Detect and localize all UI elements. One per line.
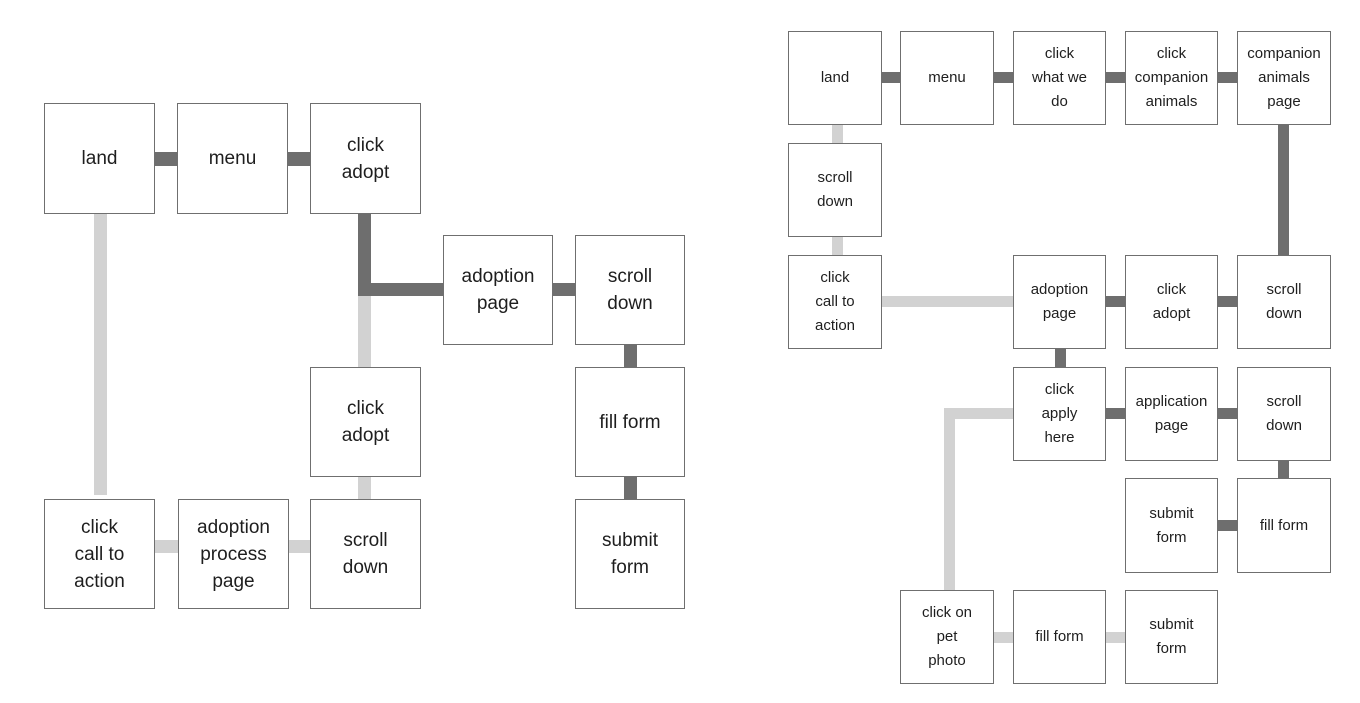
- connector: [288, 540, 311, 553]
- connector: [287, 152, 311, 166]
- node-scroll-down: scroll down: [575, 235, 685, 345]
- connector: [944, 408, 955, 591]
- connector: [358, 213, 371, 296]
- connector: [1217, 72, 1238, 83]
- connector: [832, 236, 843, 256]
- node-fill-form: fill form: [575, 367, 685, 477]
- connector: [624, 477, 637, 499]
- node-submit-form: submit form: [575, 499, 685, 609]
- connector: [94, 213, 107, 495]
- connector: [1278, 124, 1289, 256]
- node-scroll-down-2: scroll down: [310, 499, 421, 609]
- connector: [358, 283, 444, 296]
- node-click-adopt-2: click adopt: [310, 367, 421, 477]
- node-adoption-page: adoption page: [443, 235, 553, 345]
- node-menu: menu: [900, 31, 994, 125]
- node-adoption-process-page: adoption process page: [178, 499, 289, 609]
- node-scroll-down: scroll down: [788, 143, 882, 237]
- connector: [1217, 408, 1238, 419]
- connector: [944, 408, 1014, 419]
- connector: [1217, 296, 1238, 307]
- connector: [1217, 520, 1239, 531]
- connector: [1105, 408, 1126, 419]
- node-click-on-pet-photo: click on pet photo: [900, 590, 994, 684]
- node-submit-form-2: submit form: [1125, 590, 1218, 684]
- connector: [1105, 296, 1126, 307]
- connector: [1105, 632, 1126, 643]
- connector: [1105, 72, 1126, 83]
- node-click-adopt: click adopt: [1125, 255, 1218, 349]
- node-click-what-we-do: click what we do: [1013, 31, 1106, 125]
- node-click-apply-here: click apply here: [1013, 367, 1106, 461]
- node-click-call-to-action: click call to action: [788, 255, 882, 349]
- node-scroll-down-3: scroll down: [1237, 367, 1331, 461]
- connector: [993, 72, 1014, 83]
- node-click-adopt: click adopt: [310, 103, 421, 214]
- node-application-page: application page: [1125, 367, 1218, 461]
- connector: [881, 296, 1014, 307]
- connector: [832, 124, 843, 144]
- connector: [1278, 460, 1289, 480]
- node-adoption-page: adoption page: [1013, 255, 1106, 349]
- node-land: land: [44, 103, 155, 214]
- connector: [552, 283, 576, 296]
- node-fill-form-2: fill form: [1013, 590, 1106, 684]
- connector: [624, 345, 637, 367]
- connector: [154, 540, 179, 553]
- node-click-call-to-action: click call to action: [44, 499, 155, 609]
- connector: [993, 632, 1014, 643]
- connector: [1055, 348, 1066, 368]
- node-companion-animals-page: companion animals page: [1237, 31, 1331, 125]
- node-land: land: [788, 31, 882, 125]
- connector: [358, 290, 371, 368]
- node-scroll-down-2: scroll down: [1237, 255, 1331, 349]
- node-fill-form: fill form: [1237, 478, 1331, 573]
- node-submit-form: submit form: [1125, 478, 1218, 573]
- node-click-companion-animals: click companion animals: [1125, 31, 1218, 125]
- node-menu: menu: [177, 103, 288, 214]
- connector: [358, 476, 371, 499]
- connector: [881, 72, 901, 83]
- connector: [154, 152, 178, 166]
